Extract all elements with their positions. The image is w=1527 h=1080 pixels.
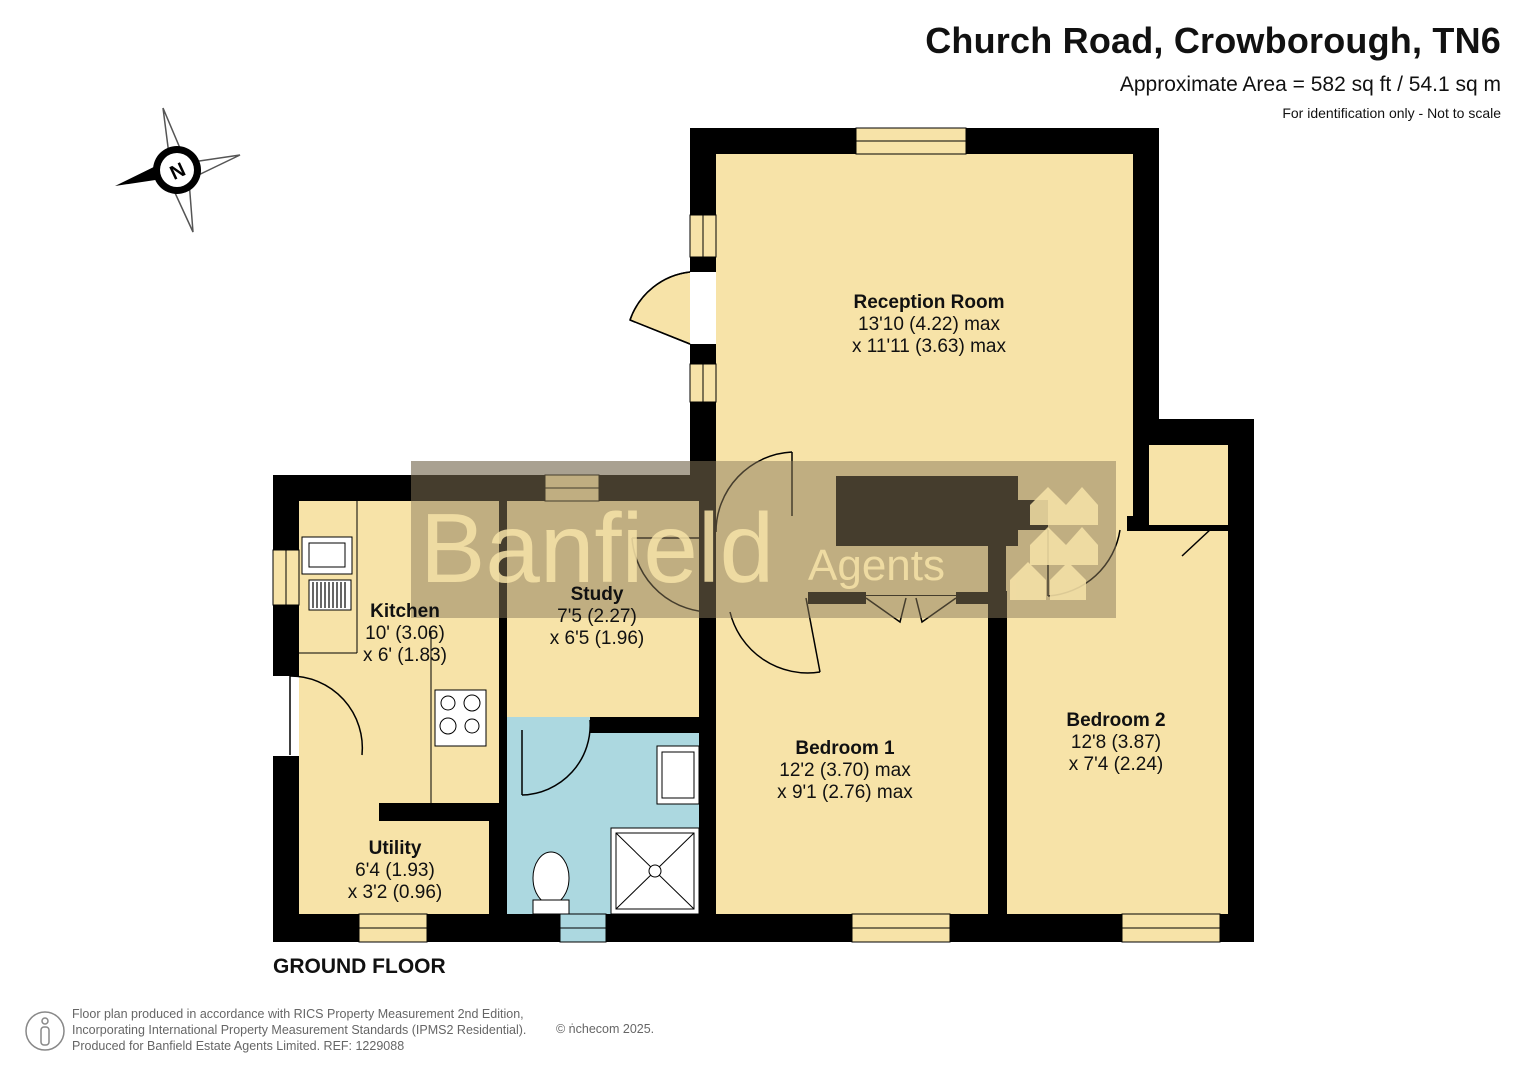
compass-icon: N xyxy=(115,107,241,233)
room-study: Study 7'5 (2.27) x 6'5 (1.96) xyxy=(550,584,644,650)
watermark-brand: Banfield xyxy=(420,493,774,603)
plan-title: Church Road, Crowborough, TN6 xyxy=(925,20,1501,61)
room-bedroom2-dim2: x 7'4 (2.24) xyxy=(1068,754,1164,775)
floor-label: GROUND FLOOR xyxy=(273,955,446,978)
room-study-dim1: 7'5 (2.27) xyxy=(557,606,637,627)
room-kitchen-name: Kitchen xyxy=(370,601,440,622)
room-kitchen-dim1: 10' (3.06) xyxy=(365,623,445,644)
copyright: © ṅchecom 2025. xyxy=(556,1022,655,1036)
bathroom-fixtures xyxy=(532,745,700,915)
footer-line2: Incorporating International Property Mea… xyxy=(72,1023,527,1037)
room-utility-dim1: 6'4 (1.93) xyxy=(355,860,435,881)
footer-line3: Produced for Banfield Estate Agents Limi… xyxy=(72,1039,405,1053)
room-bedroom1-name: Bedroom 1 xyxy=(795,738,895,759)
room-bedroom1-dim2: x 9'1 (2.76) max xyxy=(777,782,913,803)
room-study-dim2: x 6'5 (1.96) xyxy=(549,628,645,649)
watermark-houses-icon xyxy=(1010,487,1098,600)
person-icon xyxy=(25,1011,65,1051)
room-kitchen-dim2: x 6' (1.83) xyxy=(363,645,447,666)
room-utility-dim2: x 3'2 (0.96) xyxy=(347,882,443,903)
watermark-sub: Agents xyxy=(808,541,945,590)
footer-notes: Floor plan produced in accordance with R… xyxy=(72,1006,526,1054)
room-bedroom1-dim1: 12'2 (3.70) max xyxy=(779,760,911,781)
room-utility: Utility 6'4 (1.93) x 3'2 (0.96) xyxy=(348,838,442,904)
room-bedroom1: Bedroom 1 12'2 (3.70) max x 9'1 (2.76) m… xyxy=(777,738,913,804)
room-reception-dim2: x 11'11 (3.63) max xyxy=(852,336,1006,357)
room-bedroom2-dim1: 12'8 (3.87) xyxy=(1070,732,1162,753)
room-bedroom2: Bedroom 2 12'8 (3.87) x 7'4 (2.24) xyxy=(1066,710,1165,776)
windows xyxy=(272,127,1221,943)
room-kitchen: Kitchen 10' (3.06) x 6' (1.83) xyxy=(363,601,447,667)
scale-note: For identification only - Not to scale xyxy=(1282,105,1501,121)
room-study-name: Study xyxy=(570,584,624,605)
room-reception-name: Reception Room xyxy=(853,292,1005,313)
room-reception: Reception Room 13'10 (4.22) max x 11'11 … xyxy=(852,292,1006,358)
watermark: Banfield Agents xyxy=(411,461,1116,618)
footer-line1: Floor plan produced in accordance with R… xyxy=(72,1007,524,1021)
room-reception-dim1: 13'10 (4.22) max xyxy=(858,314,1000,335)
room-utility-name: Utility xyxy=(368,838,422,859)
room-bedroom2-name: Bedroom 2 xyxy=(1066,710,1166,731)
kitchen-fixtures xyxy=(299,501,487,803)
approximate-area: Approximate Area = 582 sq ft / 54.1 sq m xyxy=(1119,73,1501,96)
